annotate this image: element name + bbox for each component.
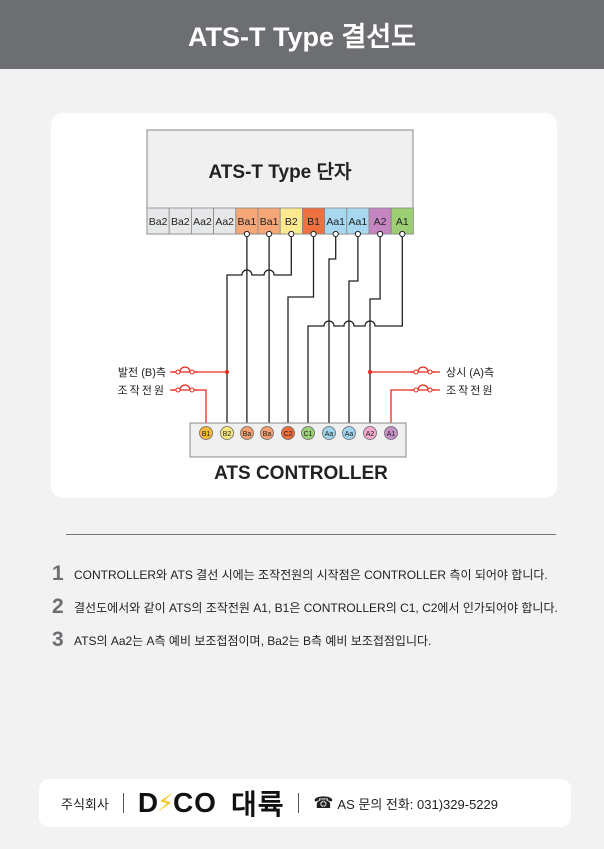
note-2: 2 결선도에서와 같이 ATS의 조작전원 A1, B1은 CONTROLLER의… [52, 595, 558, 619]
terminal-label: Ba2 [171, 216, 190, 228]
divider [66, 534, 556, 535]
wire-b1-c2 [287, 234, 315, 433]
terminal-label: B2 [285, 216, 298, 228]
note-number: 3 [52, 628, 64, 651]
page-header: ATS-T Type 결선도 [0, 0, 604, 69]
terminal-label: Ba1 [238, 216, 257, 228]
controller-pin-b1 [199, 426, 213, 440]
controller-pin-a1 [384, 426, 398, 440]
controller-pin-ba [240, 426, 254, 440]
controller-pin-label: C1 [304, 431, 313, 438]
switch-contact [427, 369, 433, 375]
right-label: 상시 (A)측 [446, 366, 494, 379]
page-title: ATS-T Type 결선도 [187, 22, 417, 52]
note-1: 1 CONTROLLER와 ATS 결선 시에는 조작전원의 시작점은 CONTR… [52, 562, 548, 586]
terminal-label: Ba1 [260, 216, 279, 228]
controller-title: ATS CONTROLLER [214, 463, 388, 484]
controller-pin-a2 [363, 426, 377, 440]
switch-contact [189, 387, 195, 393]
red-wire-b-power [170, 389, 207, 433]
note-text: 결선도에서와 같이 ATS의 조작전원 A1, B1은 CONTROLLER의 … [74, 600, 558, 615]
left-label: 조작전원 [118, 384, 166, 397]
company-prefix: 주식회사 [61, 796, 109, 812]
terminal-label: Aa2 [215, 216, 234, 228]
phone-icon: ☎ [313, 795, 334, 812]
terminal-connector [354, 230, 361, 238]
terminal-label: A2 [374, 216, 387, 228]
terminal-connector [310, 230, 317, 238]
controller-pin-label: C2 [284, 431, 293, 438]
red-wire-a-power [390, 389, 440, 433]
terminal-connector [377, 230, 384, 238]
note-3: 3 ATS의 Aa2는 A측 예비 보조접점이며, Ba2는 B측 예비 보조접점… [52, 628, 431, 652]
terminal-label: A1 [396, 216, 409, 228]
controller-pin-c1 [301, 426, 315, 440]
switch-contact [427, 387, 433, 393]
switch-icon [172, 366, 198, 373]
wire-a2 [369, 234, 381, 433]
terminal-connector [243, 230, 250, 238]
switch-icon [172, 384, 198, 391]
lightning-icon: ⚡ [157, 789, 175, 817]
terminal-connector [266, 230, 273, 238]
terminal-connector [288, 230, 295, 238]
controller-pin-label: B2 [223, 431, 232, 438]
phone-label: AS 문의 전화: 031)329-5229 [337, 796, 498, 812]
controller-pin-aa [322, 426, 336, 440]
switch-contact [175, 387, 181, 393]
controller-pin-label: B1 [202, 431, 211, 438]
terminal-label: Ba2 [149, 216, 168, 228]
controller-pin-ba [260, 426, 274, 440]
terminal-block-title: ATS-T Type 단자 [209, 161, 352, 183]
terminal-label: Aa1 [326, 216, 345, 228]
switch-contact [189, 369, 195, 375]
switch-contact [413, 387, 419, 393]
wire-b2 [226, 234, 292, 433]
controller-pin-c2 [281, 426, 295, 440]
separator [298, 793, 300, 813]
switch-icon [410, 366, 436, 373]
terminal-label: Aa2 [193, 216, 212, 228]
terminal-connector [399, 230, 406, 238]
switch-contact [175, 369, 181, 375]
controller-pin-label: Aa [325, 431, 334, 438]
note-text: ATS의 Aa2는 A측 예비 보조접점이며, Ba2는 B측 예비 보조접점입… [74, 633, 432, 648]
controller-pin-label: Aa [345, 431, 354, 438]
controller-pin-label: Ba [243, 431, 252, 438]
note-number: 2 [52, 595, 64, 618]
terminal-label: B1 [307, 216, 320, 228]
terminal-connector [332, 230, 339, 238]
switch-contact [413, 369, 419, 375]
note-text: CONTROLLER와 ATS 결선 시에는 조작전원의 시작점은 CONTRO… [74, 567, 548, 582]
junction-dot [368, 370, 372, 374]
controller-pin-label: A1 [387, 431, 396, 438]
note-number: 1 [52, 562, 64, 585]
junction-dot [225, 370, 229, 374]
right-label: 조작전원 [446, 384, 494, 397]
terminal-label: Aa1 [349, 216, 368, 228]
left-label: 발전 (B)측 [118, 366, 166, 379]
controller-pin-label: Ba [263, 431, 272, 438]
wire-a1-c1 [307, 234, 403, 433]
wire-aa1 [328, 234, 337, 433]
switch-icon [410, 384, 436, 391]
controller-pin-label: A2 [366, 431, 375, 438]
controller-pin-b2 [220, 426, 234, 440]
wire-aa1 [348, 234, 359, 433]
separator [122, 793, 124, 813]
controller-pin-aa [342, 426, 356, 440]
